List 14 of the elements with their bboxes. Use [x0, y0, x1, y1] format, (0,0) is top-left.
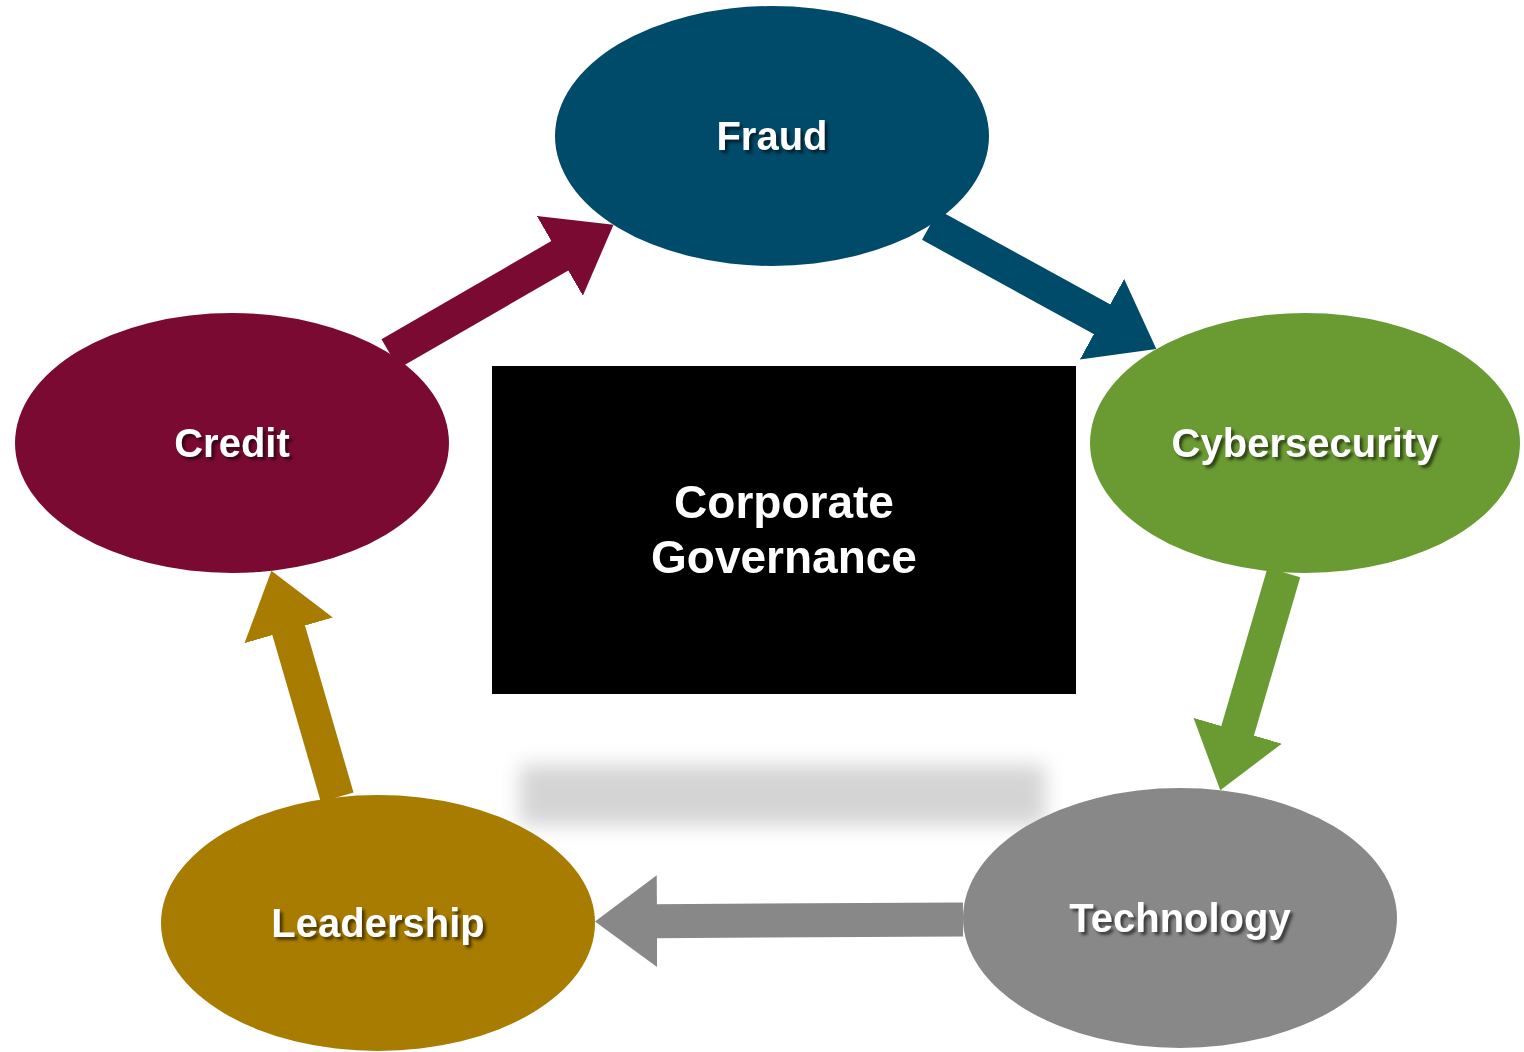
block-arrow — [595, 875, 964, 968]
topic-ellipse — [1090, 313, 1520, 573]
node-label: Credit — [174, 420, 290, 466]
node-label: Technology — [1069, 895, 1291, 941]
node-label: Fraud — [716, 113, 828, 159]
block-arrow — [244, 570, 354, 802]
topic-ellipse — [15, 313, 449, 573]
node-label: Cybersecurity — [1171, 420, 1439, 466]
topic-ellipse — [963, 788, 1397, 1048]
topic-ellipse — [555, 6, 989, 266]
node-label: Corporate Governance — [650, 474, 918, 585]
topic-ellipse — [161, 795, 595, 1051]
center-box — [492, 366, 1076, 694]
node-label: Leadership — [271, 900, 485, 946]
